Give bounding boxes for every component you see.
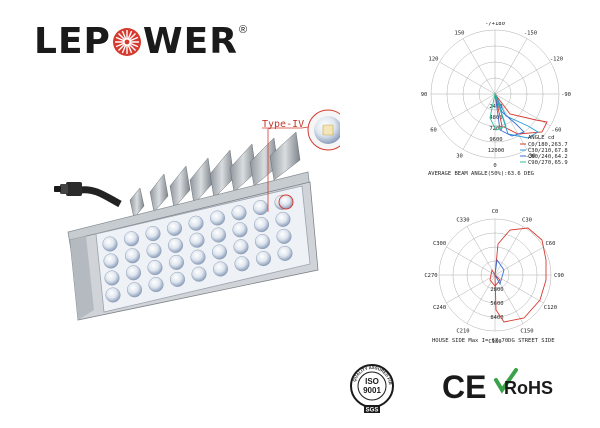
angle-label: 0 [493,163,496,169]
c-plane-label: C90 [554,273,564,279]
lens [209,210,226,226]
lens [211,244,228,260]
radial-label: 9600 [489,137,502,143]
lens [103,253,119,269]
lens [104,270,120,286]
lens [166,220,183,236]
lens [188,215,204,231]
radial-label: 12000 [488,148,505,154]
c-plane-label: C60 [545,241,555,247]
lens [145,226,161,242]
angle-label: 30 [456,153,463,159]
lens [210,227,227,243]
c-plane-label: C30 [522,218,532,224]
lens [124,248,141,264]
c-plane-label: C0 [492,209,499,215]
lens [148,277,164,293]
c-plane-label: C210 [456,328,469,334]
legend-entry: C60/240,64.2 [528,154,568,160]
lens [253,217,270,233]
ce-mark: CE [442,369,486,405]
lens [276,228,292,244]
c-plane-label: C270 [424,273,437,279]
lens [191,266,207,282]
c-plane-label: C330 [456,218,469,224]
brand-logo: LEP WER ® [34,22,247,62]
distribution-curves-2 [489,227,547,323]
polar-grid [430,29,560,159]
lens-array [102,194,293,303]
lens [102,236,118,252]
angle-label: 150 [455,31,465,37]
rohs-badge: RoHS [494,368,553,398]
radial-label: 2400 [489,104,502,110]
iso-label: ISO [365,377,379,386]
brand-name-right: WER [142,21,238,62]
chart1-caption: AVERAGE BEAM ANGLE(50%):63.6 DEG [428,171,534,177]
lens [275,211,291,227]
legend-entry: C30/210,67.8 [528,148,568,154]
angle-label: -/+180 [485,22,505,27]
lens [168,254,185,270]
lens [105,287,121,303]
type-iv-callout: Type-IV [262,119,305,130]
rohs-label: RoHS [504,378,553,398]
lens-panel [95,185,311,313]
chart2-caption: HOUSE SIDE Max I= 67.70DG STREET SIDE [432,338,555,344]
sun-logo-icon [112,28,141,56]
iso-9001-badge: ISO 9001 SGS QUALITY ASSURED FIRM [350,350,394,414]
lens [254,234,271,250]
brand-name-left: LEP [34,21,111,62]
radial-label: 2800 [490,287,503,293]
legend-title: ANGLE cd [528,135,555,141]
radial-label: 5600 [490,301,503,307]
registered-mark: ® [238,24,248,36]
lens [277,245,293,261]
angle-label: -90 [561,92,571,98]
polar-chart-c-planes: C180 C210 C150 C240 C120 C270 C90 C300 C60 C330 C3… [424,209,564,345]
lens [169,271,186,287]
legend-entry: C90/270,65.9 [528,160,568,166]
lens [252,200,269,216]
heatsink-fins [129,131,301,219]
angle-label: -30 [526,153,536,159]
radial-label: 8400 [490,315,503,321]
legend-entry: C0/180,263.7 [528,142,568,148]
angle-label: 60 [430,128,437,134]
lens [189,232,205,248]
c-plane-label: C180 [488,339,501,345]
lens [234,256,250,272]
lens [123,231,140,247]
magnified-lens [307,109,340,151]
lens [167,237,184,253]
polar-chart-beam-angle: -150 -/+180 150 -120 120 -90 90 -60 60 -30 30 0 240… [421,22,571,169]
lens [232,222,248,238]
angle-label: 90 [421,92,428,98]
power-cable [54,182,122,208]
c-plane-label: C240 [433,305,446,311]
lens [231,205,247,221]
lens [255,251,272,267]
angle-label: -60 [552,128,562,134]
lens [125,265,142,281]
angle-label: -120 [550,57,563,63]
c-plane-label: C300 [433,241,446,247]
lens [233,239,249,255]
iso-number: 9001 [363,386,381,395]
lens [146,243,162,259]
lens [147,260,163,276]
angle-label: -150 [524,31,537,37]
sgs-label: SGS [366,408,379,414]
c-plane-label: C120 [544,305,557,311]
lens [126,282,143,298]
angle-label: 120 [429,57,439,63]
c-plane-label: C150 [520,328,533,334]
led-module-image [54,109,340,321]
certification-badges: ISO 9001 SGS QUALITY ASSURED FIRM CE RoH… [350,350,553,414]
lens [190,249,206,265]
lens [212,261,229,277]
distribution-curves [489,92,548,139]
radial-label: 4800 [489,115,502,121]
